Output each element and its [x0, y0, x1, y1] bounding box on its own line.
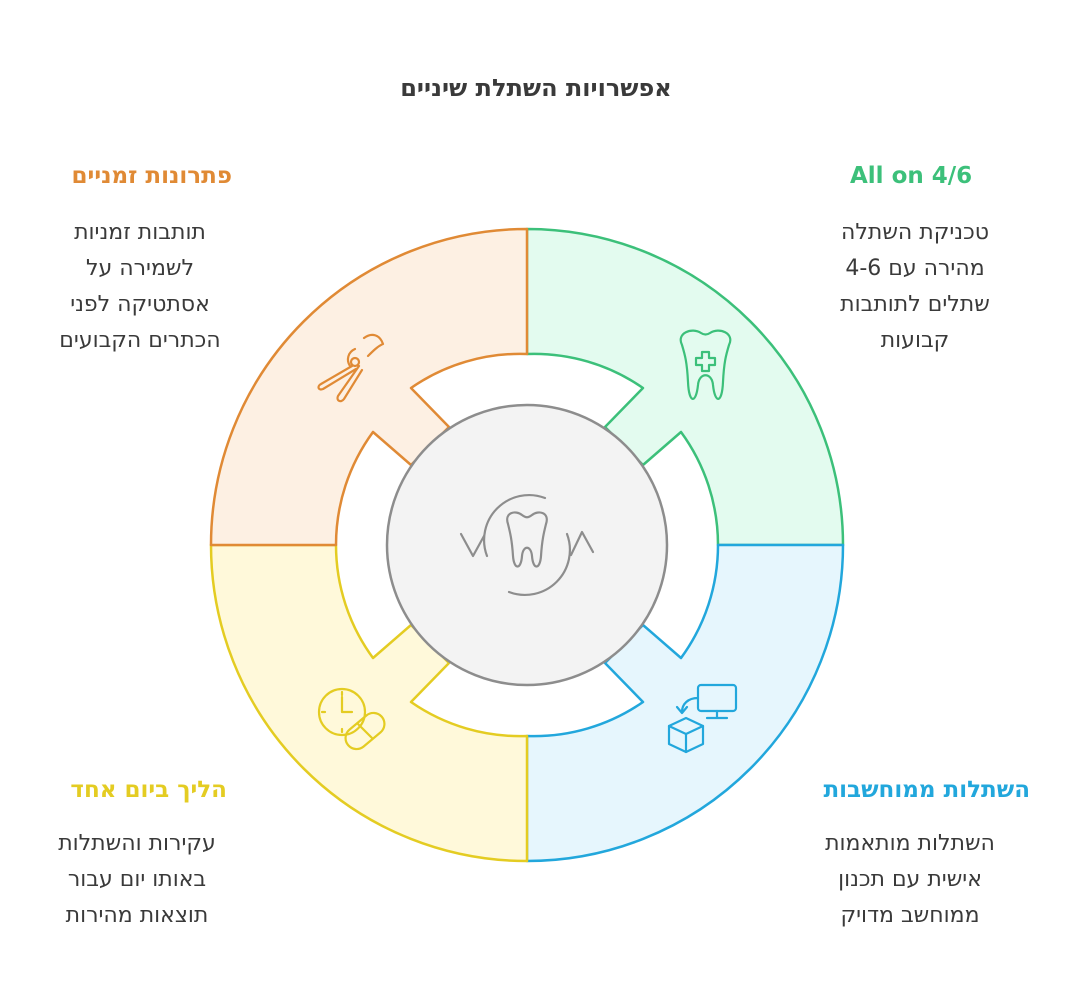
desc-line: תוצאות מהירות: [65, 903, 209, 928]
desc-line: שתלים לתותבות: [840, 292, 990, 317]
desc-one-day: עקירות והשתלות באותו יום עבור תוצאות מהי…: [12, 826, 262, 934]
desc-line: עקירות והשתלות: [58, 831, 216, 856]
heading-all-on-4-6: All on 4/6: [850, 163, 973, 189]
clock-pill-icon: [317, 687, 386, 751]
desc-line: תותבות זמניות: [74, 220, 206, 245]
desc-line: לשמירה על: [85, 256, 194, 281]
desc-line: טכניקת השתלה: [841, 220, 989, 245]
desc-temporary-solutions: תותבות זמניות לשמירה על אסתטיקה לפני הכת…: [15, 215, 265, 359]
desc-computerized-implants: השתלות מותאמות אישית עם תכנון ממוחשב מדו…: [785, 826, 1035, 934]
wedge-top-left: [209, 227, 529, 547]
tooth-cycle-icon: [459, 493, 595, 597]
diagram-title: אפשרויות השתלת שיניים: [400, 74, 672, 102]
heading-computerized-implants: השתלות ממוחשבות: [823, 777, 1030, 803]
desc-line: הכתרים הקבועים: [59, 328, 221, 353]
wedge-top-right: [525, 227, 845, 547]
desc-line: מהירה עם 4-6: [845, 256, 985, 281]
desc-line: קבועות: [880, 328, 950, 353]
desc-line: השתלות מותאמות: [825, 831, 995, 856]
desc-line: אישית עם תכנון: [838, 867, 982, 892]
tooth-plus-icon: [679, 329, 732, 400]
desc-all-on-4-6: טכניקת השתלה מהירה עם 4-6 שתלים לתותבות …: [790, 215, 1040, 359]
heading-temporary-solutions: פתרונות זמניים: [71, 163, 232, 189]
center-circle: [385, 403, 669, 687]
desc-line: ממוחשב מדויק: [840, 903, 980, 928]
computer-box-icon: [667, 683, 738, 754]
heading-one-day: הליך ביום אחד: [70, 777, 227, 803]
desc-line: באותו יום עבור: [67, 867, 207, 892]
pliers-icon: [317, 333, 385, 403]
wedge-bottom-left: [209, 543, 529, 863]
desc-line: אסתטיקה לפני: [70, 292, 210, 317]
